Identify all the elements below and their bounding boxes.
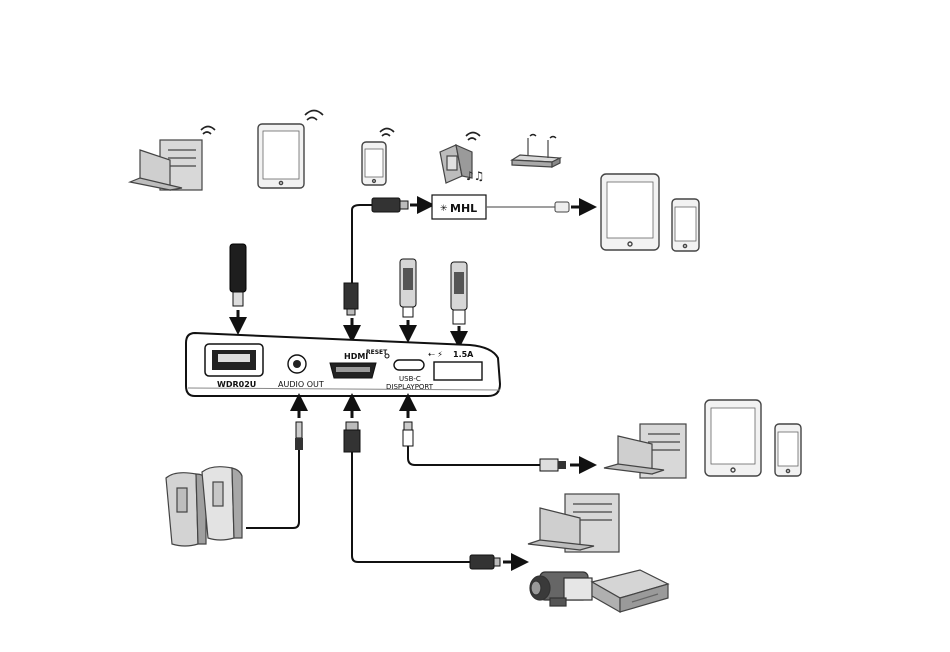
usb-power-label: 1.5A bbox=[453, 350, 474, 359]
tablet-icon bbox=[705, 400, 761, 476]
wireless-phone-icon bbox=[362, 129, 394, 186]
audio-out-port[interactable] bbox=[288, 355, 306, 373]
media-player-icon bbox=[592, 570, 668, 612]
mhl-to-tablet-cable bbox=[486, 202, 588, 212]
wireless-tablet-icon bbox=[258, 111, 323, 189]
wireless-router-icon bbox=[512, 135, 560, 168]
phone-icon bbox=[775, 424, 801, 476]
usbc-label-line1: USB-C bbox=[399, 375, 421, 383]
usb-a-port[interactable] bbox=[434, 362, 482, 380]
desktop-pc-laptop-icon bbox=[528, 494, 619, 552]
svg-text:✳: ✳ bbox=[440, 204, 448, 214]
audio-out-label: AUDIO OUT bbox=[278, 380, 324, 389]
speakers-icon bbox=[166, 467, 242, 546]
audio-cable bbox=[246, 402, 303, 528]
usb-flash-drive-icon bbox=[451, 262, 467, 340]
camcorder-icon bbox=[530, 572, 592, 606]
dock-hub: WDR02U AUDIO OUT HDMI RESET USB-C DISPLA… bbox=[186, 333, 500, 396]
mhl-label: MHL bbox=[450, 202, 477, 215]
usbc-port[interactable] bbox=[394, 360, 424, 370]
wireless-media-speaker-icon: ♪♫ bbox=[440, 133, 484, 184]
tablet-icon bbox=[601, 174, 659, 250]
reset-button[interactable] bbox=[385, 354, 389, 358]
usb-flash-drive-icon bbox=[400, 259, 416, 334]
svg-text:♪♫: ♪♫ bbox=[466, 169, 484, 183]
usbc-label-line2: DISPLAYPORT bbox=[386, 383, 434, 391]
desktop-pc-laptop-icon bbox=[604, 424, 686, 478]
wireless-laptop-pc-icon bbox=[130, 127, 215, 191]
usb-dongle-icon bbox=[230, 244, 246, 326]
phone-icon bbox=[672, 199, 699, 251]
hdmi-out-cable bbox=[344, 402, 520, 569]
mhl-adapter-box: ✳ MHL bbox=[432, 195, 486, 219]
hdmi-label: HDMI bbox=[344, 352, 368, 361]
usbc-cable bbox=[403, 402, 588, 471]
wdr02u-label: WDR02U bbox=[217, 380, 256, 389]
hdmi-port[interactable] bbox=[330, 363, 376, 378]
usb-symbol-icon: ⇠ ⚡ bbox=[428, 350, 443, 359]
wdr02u-port[interactable] bbox=[205, 344, 263, 376]
